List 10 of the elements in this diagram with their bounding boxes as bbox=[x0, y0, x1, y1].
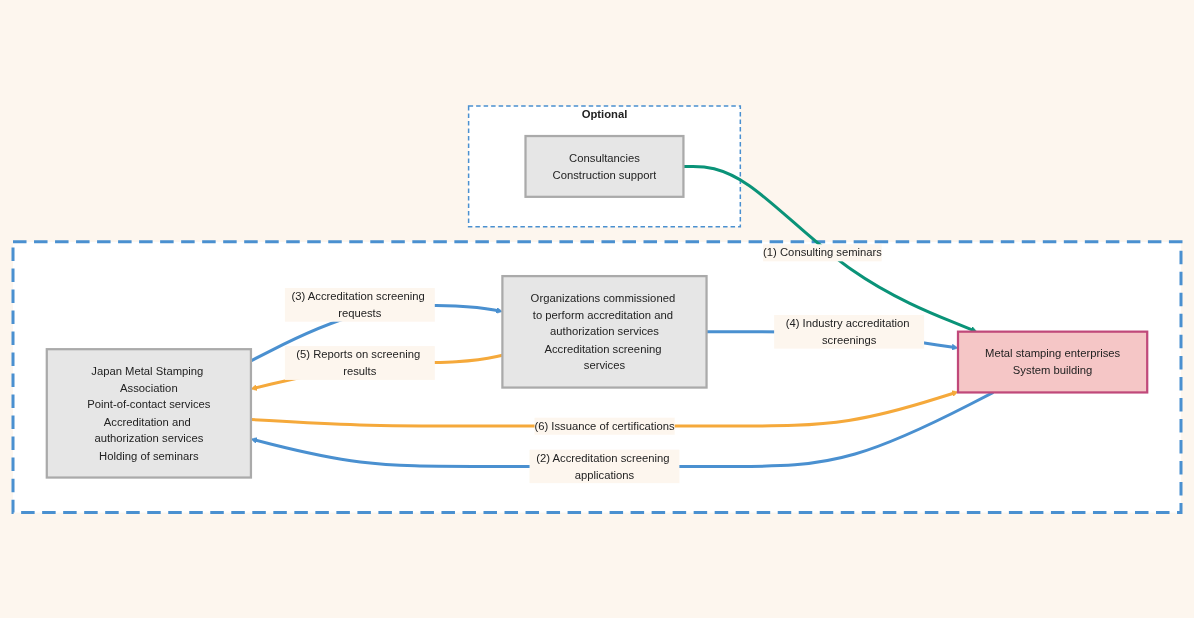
edge-label: (3) Accreditation screening requests bbox=[291, 289, 425, 319]
edge-label: (2) Accreditation screening applications bbox=[536, 450, 670, 481]
node-box: Japan Metal Stamping Association Point-of-contact services Accreditation and authorization services Holding of seminars bbox=[45, 347, 253, 479]
edge-label: (4) Industry accreditation screenings bbox=[785, 316, 910, 346]
node-box: Organizations commissioned to perform accreditation and authorization services Accreditation screening services bbox=[501, 274, 708, 389]
edge-label: (1) Consulting seminars bbox=[763, 245, 882, 259]
edge-label: (6) Issuance of certifications bbox=[534, 418, 675, 432]
node-box: Metal stamping enterprises System building bbox=[956, 330, 1149, 394]
edge-label: (5) Reports on screening results bbox=[296, 347, 421, 377]
node-box: Consultancies Construction support bbox=[524, 134, 685, 198]
